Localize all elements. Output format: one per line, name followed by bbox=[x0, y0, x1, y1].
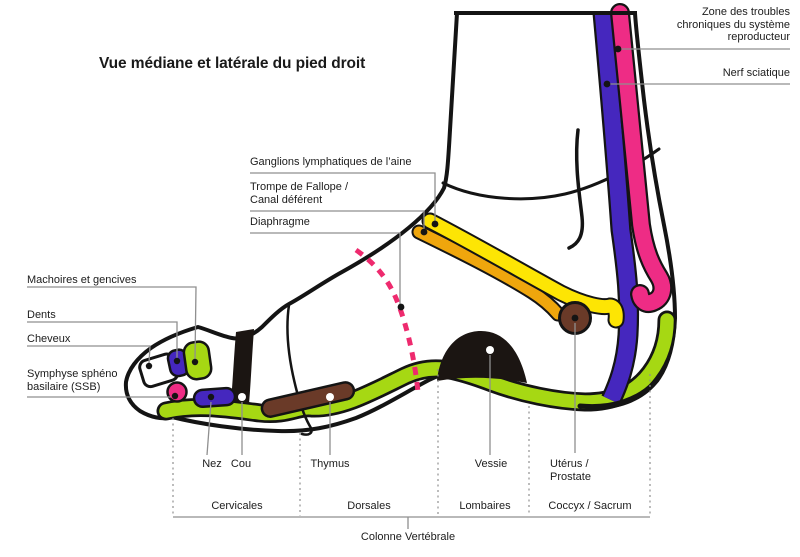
label-diaphragme: Diaphragme bbox=[250, 216, 310, 228]
sole-line-overlay bbox=[577, 377, 660, 410]
reproductive-band bbox=[612, 5, 671, 311]
connector-diaphragme bbox=[250, 232, 401, 304]
dot-ssb bbox=[171, 392, 179, 400]
label-nerf-sciatique: Nerf sciatique bbox=[722, 67, 790, 79]
bladder-zone bbox=[437, 331, 527, 383]
label-coccyx-sacrum: Coccyx / Sacrum bbox=[548, 500, 632, 512]
label-trompe: Trompe de Fallope / Canal déférent bbox=[250, 181, 349, 206]
lymph-band bbox=[423, 214, 623, 327]
label-colonne-vertebrale: Colonne Vertébrale bbox=[360, 531, 456, 543]
diaphragm-dashed-line bbox=[354, 247, 421, 393]
dot-cheveux bbox=[145, 362, 153, 370]
dot-zone-reproducteur bbox=[614, 45, 622, 53]
label-cervicales: Cervicales bbox=[211, 500, 263, 512]
label-dents: Dents bbox=[27, 309, 56, 321]
nose-zone bbox=[192, 386, 237, 409]
label-cheveux: Cheveux bbox=[27, 333, 71, 345]
label-dorsales: Dorsales bbox=[347, 500, 391, 512]
connector-cheveux bbox=[27, 345, 151, 364]
dot-trompe bbox=[420, 228, 428, 236]
thymus-zone bbox=[260, 381, 356, 418]
fallopian-band bbox=[413, 226, 564, 320]
pointer-dots-black bbox=[145, 45, 622, 401]
page-title: Vue médiane et latérale du pied droit bbox=[99, 55, 366, 72]
dot-nez bbox=[207, 393, 215, 401]
connector-machoires bbox=[27, 286, 197, 361]
dot-ganglions bbox=[431, 220, 439, 228]
label-nez: Nez bbox=[202, 458, 222, 470]
label-uterus-prostate: Utérus / Prostate bbox=[550, 458, 591, 483]
dot-diaphragme bbox=[397, 303, 405, 311]
pointer-dots-white bbox=[238, 346, 494, 401]
label-thymus: Thymus bbox=[310, 458, 350, 470]
connector-nez bbox=[206, 401, 212, 456]
connector-ganglions bbox=[250, 172, 436, 221]
label-machoires: Machoires et gencives bbox=[27, 274, 137, 286]
dot-machoires bbox=[191, 358, 199, 366]
connector-lines bbox=[27, 48, 790, 456]
connector-dents bbox=[27, 321, 178, 358]
ssb-zone bbox=[166, 381, 188, 403]
dot-uterus bbox=[571, 314, 579, 322]
tendon-line bbox=[567, 128, 585, 250]
neck-zone bbox=[231, 329, 254, 404]
connector-trompe bbox=[250, 210, 425, 229]
label-ssb: Symphyse sphéno basilaire (SSB) bbox=[27, 368, 118, 393]
dot-vessie bbox=[486, 346, 494, 354]
dot-cou bbox=[238, 393, 246, 401]
label-zone-reproducteur: Zone des troubles chroniques du système … bbox=[676, 6, 790, 43]
dot-dents bbox=[173, 357, 181, 365]
label-vessie: Vessie bbox=[474, 458, 508, 470]
spine-bracket bbox=[173, 516, 650, 529]
label-lombaires: Lombaires bbox=[459, 500, 511, 512]
label-cou: Cou bbox=[230, 458, 252, 470]
dot-thymus bbox=[326, 393, 334, 401]
dot-nerf-sciatique bbox=[603, 80, 611, 88]
sciatic-band bbox=[594, 12, 637, 404]
label-ganglions: Ganglions lymphatiques de l’aine bbox=[250, 156, 412, 168]
spine-dividers bbox=[172, 369, 651, 516]
foot-outline bbox=[123, 11, 677, 434]
